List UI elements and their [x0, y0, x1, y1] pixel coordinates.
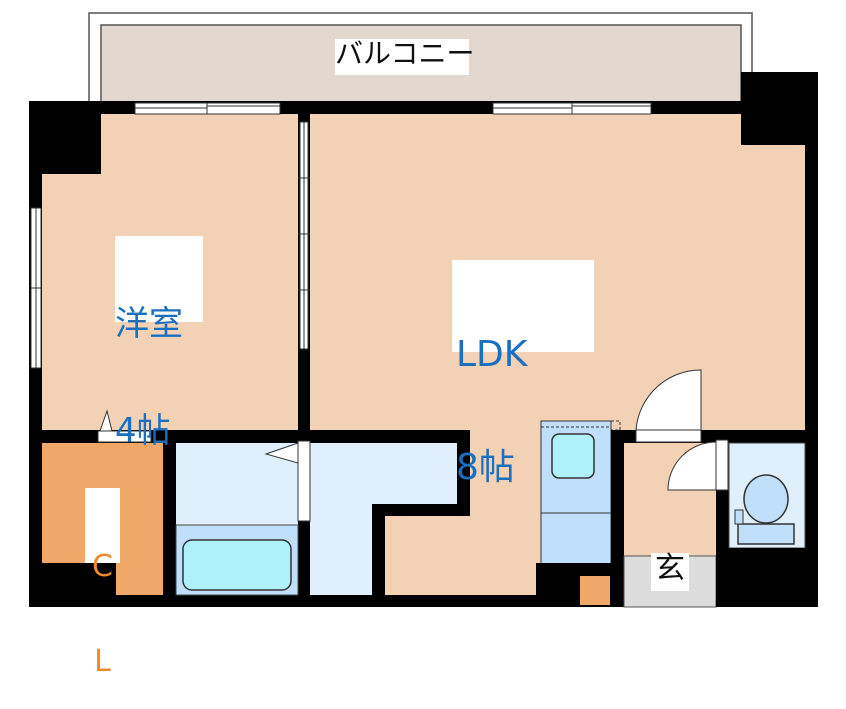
ldk-size: 8帖 [456, 446, 515, 488]
ldk-name: LDK [456, 333, 528, 375]
western-room-size: 4帖 [115, 411, 171, 452]
toilet [743, 474, 789, 524]
western-room-label: 洋室 4帖 [115, 236, 203, 449]
western-room-name: 洋室 [115, 304, 183, 345]
balcony [88, 12, 753, 106]
doors [97, 369, 729, 522]
ldk-label: LDK 8帖 [452, 260, 594, 486]
sliding-windows [30, 102, 652, 369]
closet-label-l: L [94, 643, 111, 679]
entrance-label: 玄 [651, 553, 689, 591]
closet-label-c: C [92, 549, 113, 584]
bathtub [182, 539, 292, 591]
closet-label: C L [85, 488, 120, 677]
kitchen-sink [551, 433, 595, 479]
toilet-room [728, 442, 806, 595]
balcony-label: バルコニー [335, 39, 474, 75]
hallway [310, 430, 585, 595]
